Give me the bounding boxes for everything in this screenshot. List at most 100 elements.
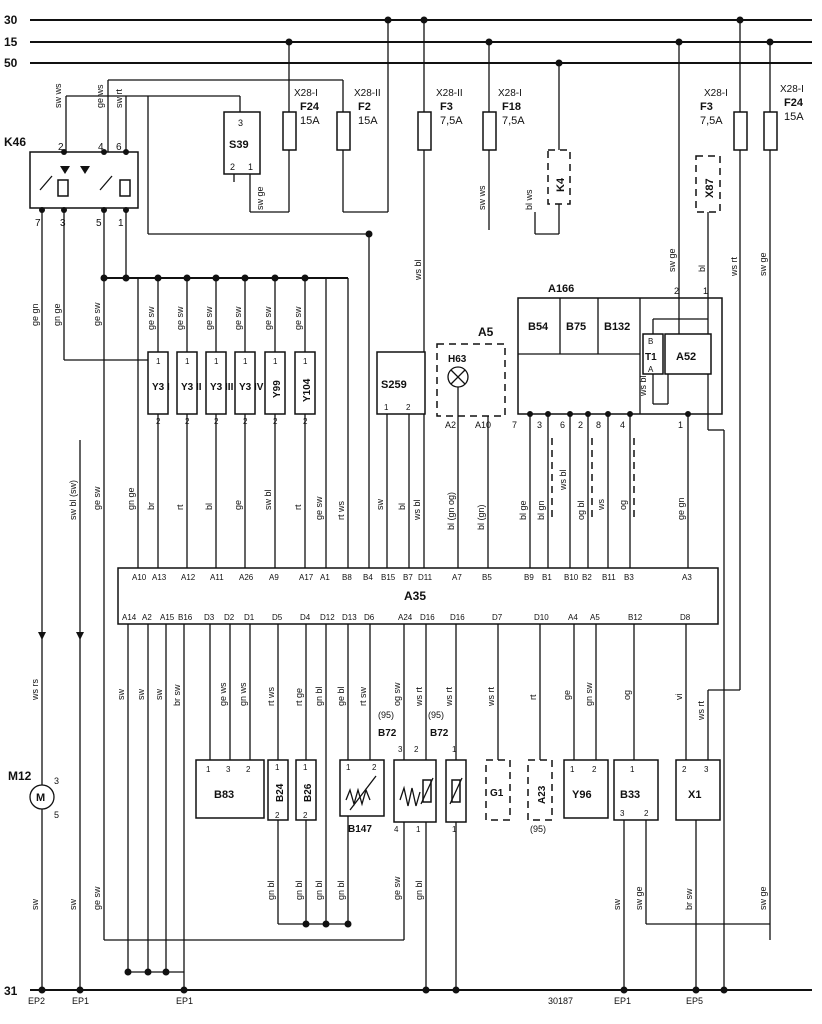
svg-text:ge sw: ge sw [314,496,324,520]
s259-body [376,351,426,415]
x1-label: X1 [688,789,701,801]
svg-text:sw ge: sw ge [634,886,644,910]
svg-text:sw ge: sw ge [758,252,768,276]
svg-text:2: 2 [246,765,251,774]
fuse-f18 [482,111,497,151]
svg-text:gn ge: gn ge [126,487,136,510]
a35-pin-label: A1 [320,573,330,582]
svg-text:sw ge: sw ge [758,886,768,910]
svg-text:2: 2 [578,420,583,430]
switch-s39: S39 3 2 1 [223,111,261,175]
fuse-name-label: F3 [440,101,453,113]
valve-y96 [563,759,609,819]
svg-text:3: 3 [226,765,231,774]
lower-components: M M12 3 5 B83 1 3 2 B24 1 2 B26 1 2 B147… [8,710,721,835]
svg-text:ge sw: ge sw [293,306,303,330]
svg-text:sw rt: sw rt [114,89,124,108]
a35-pin-label: B2 [582,573,592,582]
a23-label: A23 [537,785,548,804]
a35-pin-label: B12 [628,613,643,622]
y104-label: Y104 [302,378,313,402]
svg-text:ws bl: ws bl [638,375,648,397]
svg-text:3: 3 [704,765,709,774]
svg-text:3: 3 [54,776,59,786]
a35-pin-label: A5 [590,613,600,622]
rail-50-label: 50 [4,56,18,70]
svg-text:1: 1 [156,357,161,366]
a35-pin-label: A17 [299,573,314,582]
svg-text:2: 2 [674,286,679,296]
fuse-rating-label: 15A [300,115,320,127]
y96-label: Y96 [572,789,592,801]
a35-pin-label: A11 [210,573,224,582]
ground-label: EP1 [176,996,193,1006]
svg-text:8: 8 [596,420,601,430]
s39-label: S39 [229,139,249,151]
sensor-b83 [195,759,265,819]
k46-label: K46 [4,135,26,149]
a35-pin-label: B11 [602,573,616,582]
svg-text:2: 2 [230,162,235,172]
svg-text:3: 3 [238,118,243,128]
svg-text:vi: vi [674,694,684,701]
svg-text:ge sw: ge sw [92,886,102,910]
svg-text:1: 1 [243,357,248,366]
relay-k46: K46 2 4 6 7 3 5 1 [4,96,158,990]
a35-pin-label: D5 [272,613,283,622]
svg-text:2: 2 [644,809,649,818]
module-a166: A166 B54 B75 B132 T1 B A A52 2 1 7 3 6 2… [512,283,725,990]
fuse-f24-right [763,111,778,151]
svg-text:gn bl: gn bl [266,880,276,900]
fuse-conn-label: X28-I [498,88,522,99]
svg-text:2: 2 [372,763,377,772]
connector-x1 [675,759,721,821]
svg-text:A10: A10 [475,420,491,430]
injector-group: Y3 I Y3 II Y3 III Y3 IV Y99 Y104 1 1 1 1… [137,278,327,568]
a35-pin-label: D2 [224,613,235,622]
h63-label: H63 [448,354,467,365]
svg-text:gn bl: gn bl [314,880,324,900]
a35-pin-label: B15 [381,573,396,582]
svg-text:og: og [618,500,628,510]
svg-text:ws rt: ws rt [486,687,496,707]
svg-text:(95): (95) [530,824,546,834]
a35-pin-label: B1 [542,573,552,582]
sensor-b24 [267,759,289,821]
svg-text:ge sw: ge sw [204,306,214,330]
a35-pin-label: D3 [204,613,215,622]
b24-label: B24 [275,783,286,802]
svg-text:1: 1 [570,765,575,774]
a35-body [117,567,719,625]
fuse-conn-label: X28-I [294,88,318,99]
b33-label: B33 [620,789,640,801]
fuse-name-label: F2 [358,101,371,113]
fuse-f3-right [733,111,748,151]
a166-label: A166 [548,283,574,295]
svg-text:(95): (95) [378,710,394,720]
svg-text:sw: sw [136,689,146,701]
a35-pin-label: D8 [680,613,691,622]
a35-pin-label: D7 [492,613,503,622]
a35-pin-label: B7 [403,573,413,582]
m12-label: M12 [8,769,32,783]
svg-text:1: 1 [678,420,683,430]
s259-label: S259 [381,379,407,391]
rail-15-label: 15 [4,35,18,49]
svg-text:1: 1 [630,765,635,774]
svg-text:ge sw: ge sw [92,302,102,326]
svg-text:7: 7 [512,420,517,430]
fuse-conn-label: X28-I [780,84,804,95]
svg-text:3: 3 [398,745,403,754]
svg-text:3: 3 [537,420,542,430]
svg-text:B: B [648,337,653,346]
svg-text:4: 4 [98,142,104,153]
svg-text:1: 1 [703,286,708,296]
svg-text:ge sw: ge sw [175,306,185,330]
svg-text:M: M [36,792,45,804]
y3iv-label: Y3 IV [239,382,264,393]
a35-pin-label: D12 [320,613,335,622]
svg-text:bl (gn og): bl (gn og) [446,492,456,530]
a35-pin-label: D11 [418,573,433,582]
k4-body [547,149,571,205]
